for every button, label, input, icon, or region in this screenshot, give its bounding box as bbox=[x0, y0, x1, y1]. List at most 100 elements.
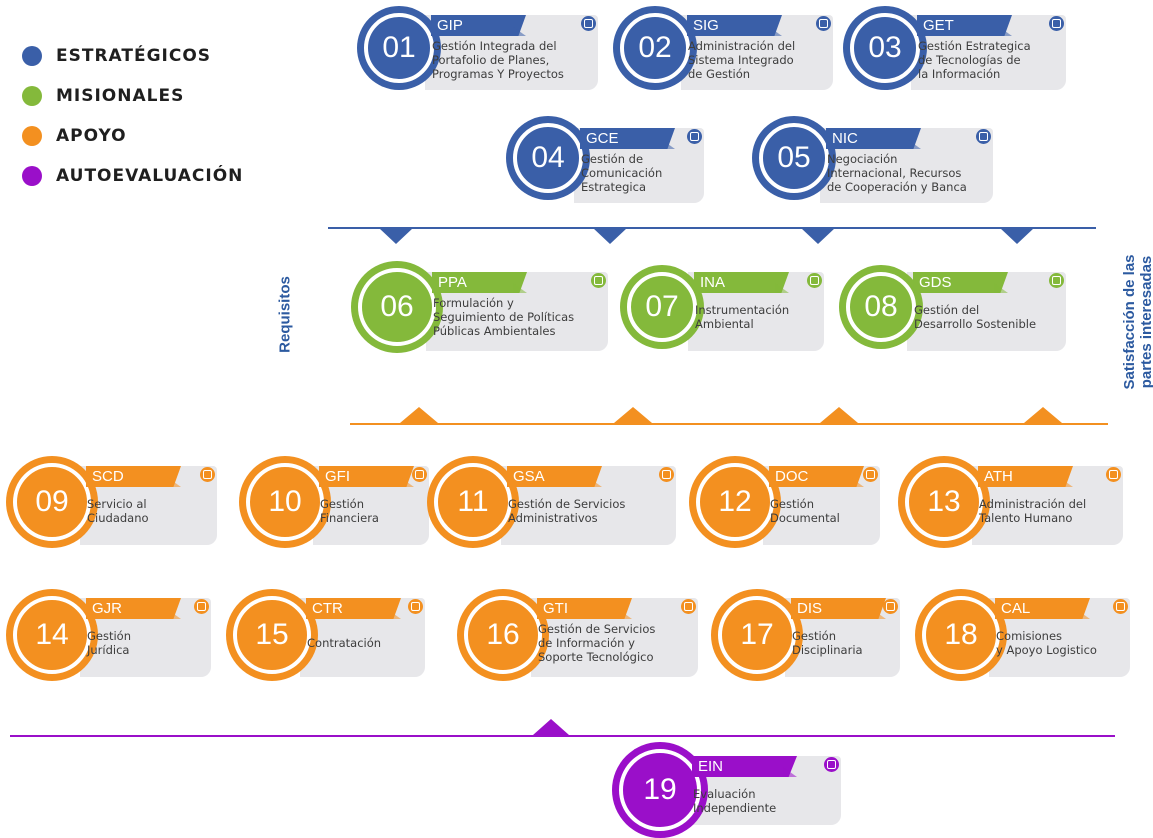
process-code-tab: SCD bbox=[86, 466, 181, 487]
process-description: Gestión Documental bbox=[770, 497, 840, 525]
satisfaccion-label-line1: Satisfacción de las bbox=[1121, 254, 1138, 390]
legend-dot bbox=[22, 166, 42, 186]
legend-item-apoyo: APOYO bbox=[22, 116, 243, 156]
monitor-icon bbox=[863, 467, 878, 482]
legend-label: MISIONALES bbox=[56, 86, 185, 106]
tab-fold bbox=[1059, 477, 1073, 487]
chat-icon bbox=[976, 129, 991, 144]
evaluation-icon bbox=[824, 757, 839, 772]
strategic-arrow bbox=[593, 228, 627, 244]
communication-icon bbox=[687, 129, 702, 144]
process-code-tab: INA bbox=[694, 272, 789, 293]
process-code-tab: GSA bbox=[507, 466, 602, 487]
tab-fold bbox=[998, 26, 1012, 36]
process-number: 19 bbox=[619, 749, 701, 831]
process-code-tab: GFI bbox=[319, 466, 414, 487]
process-code-tab: GET bbox=[917, 15, 1012, 36]
chart-icon bbox=[681, 599, 696, 614]
strategic-arrow bbox=[379, 228, 413, 244]
headset-icon bbox=[200, 467, 215, 482]
tab-fold bbox=[768, 26, 782, 36]
process-description: Gestión Integrada del Portafolio de Plan… bbox=[432, 39, 564, 81]
money-icon bbox=[412, 467, 427, 482]
legend-label: AUTOEVALUACIÓN bbox=[56, 166, 244, 186]
process-number: 05 bbox=[759, 123, 829, 193]
process-description: Gestión de Servicios de Información y So… bbox=[538, 622, 656, 664]
process-code-tab: PPA bbox=[432, 272, 527, 293]
process-code-tab: ATH bbox=[978, 466, 1073, 487]
tab-fold bbox=[907, 139, 921, 149]
process-number: 03 bbox=[850, 13, 920, 83]
process-description: Gestión de Comunicación Estrategica bbox=[581, 152, 663, 194]
process-number: 07 bbox=[627, 272, 697, 342]
process-number: 04 bbox=[513, 123, 583, 193]
legend-label: APOYO bbox=[56, 126, 127, 146]
legend-label: ESTRATÉGICOS bbox=[56, 46, 212, 66]
support-arrow bbox=[533, 719, 569, 735]
strategic-divider bbox=[328, 227, 1096, 229]
tab-fold bbox=[775, 283, 789, 293]
id-card-icon bbox=[1106, 467, 1121, 482]
process-description: Instrumentación Ambiental bbox=[695, 303, 790, 331]
process-number: 15 bbox=[233, 596, 311, 674]
process-code-tab: GDS bbox=[913, 272, 1008, 293]
missional-divider bbox=[350, 423, 1108, 425]
tab-fold bbox=[661, 139, 675, 149]
strategic-arrow bbox=[1000, 228, 1034, 244]
tab-fold bbox=[513, 283, 527, 293]
process-number: 18 bbox=[922, 596, 1000, 674]
process-description: Gestión Disciplinaria bbox=[792, 629, 863, 657]
process-description: Administración del Sistema Integrado de … bbox=[688, 39, 796, 81]
process-code-tab: DIS bbox=[791, 598, 886, 619]
process-code-tab: GTI bbox=[537, 598, 632, 619]
gavel-icon bbox=[194, 599, 209, 614]
file-icon bbox=[883, 599, 898, 614]
process-description: Gestión del Desarrollo Sostenible bbox=[914, 303, 1037, 331]
missional-arrow bbox=[614, 407, 652, 423]
tools-icon bbox=[807, 273, 822, 288]
legend-item-autoevaluacion: AUTOEVALUACIÓN bbox=[22, 156, 243, 196]
support-divider bbox=[10, 735, 1115, 737]
process-number: 10 bbox=[246, 463, 324, 541]
legend: ESTRATÉGICOS MISIONALES APOYO AUTOEVALUA… bbox=[22, 36, 243, 196]
process-description: Evaluación Independiente bbox=[693, 787, 777, 815]
process-code-tab: GIP bbox=[431, 15, 526, 36]
process-number: 06 bbox=[358, 268, 436, 346]
process-description: Servicio al Ciudadano bbox=[87, 497, 149, 525]
process-code-tab: GJR bbox=[86, 598, 181, 619]
legend-dot bbox=[22, 46, 42, 66]
tab-fold bbox=[167, 477, 181, 487]
process-code-tab: EIN bbox=[692, 756, 797, 777]
document-icon bbox=[591, 273, 606, 288]
tab-fold bbox=[850, 477, 864, 487]
tab-fold bbox=[994, 283, 1008, 293]
missional-arrow bbox=[820, 407, 858, 423]
tab-fold bbox=[167, 609, 181, 619]
logistics-icon bbox=[1113, 599, 1128, 614]
satisfaccion-label: Satisfacción de las partes interesadas bbox=[1121, 247, 1153, 397]
process-description: Comisiones y Apoyo Logistico bbox=[996, 629, 1097, 657]
process-description: Formulación y Seguimiento de Políticas P… bbox=[433, 296, 575, 338]
process-number: 09 bbox=[13, 463, 91, 541]
process-number: 16 bbox=[464, 596, 542, 674]
tab-fold bbox=[512, 26, 526, 36]
tab-fold bbox=[618, 609, 632, 619]
tab-fold bbox=[783, 767, 797, 777]
tab-fold bbox=[400, 477, 414, 487]
growth-icon bbox=[1049, 273, 1064, 288]
tab-fold bbox=[588, 477, 602, 487]
strategic-arrow bbox=[801, 228, 835, 244]
process-number: 17 bbox=[718, 596, 796, 674]
process-number: 12 bbox=[696, 463, 774, 541]
contract-icon bbox=[408, 599, 423, 614]
process-number: 11 bbox=[434, 463, 512, 541]
legend-item-estrategicos: ESTRATÉGICOS bbox=[22, 36, 243, 76]
process-code-tab: GCE bbox=[580, 128, 675, 149]
satisfaccion-label-line2: partes interesadas bbox=[1138, 255, 1153, 389]
process-code-tab: NIC bbox=[826, 128, 921, 149]
process-description: Gestión Financiera bbox=[320, 497, 379, 525]
process-description: Contratación bbox=[307, 636, 382, 650]
tab-fold bbox=[387, 609, 401, 619]
process-description: Negociación Internacional, Recursos de C… bbox=[827, 152, 967, 194]
tab-fold bbox=[872, 609, 886, 619]
